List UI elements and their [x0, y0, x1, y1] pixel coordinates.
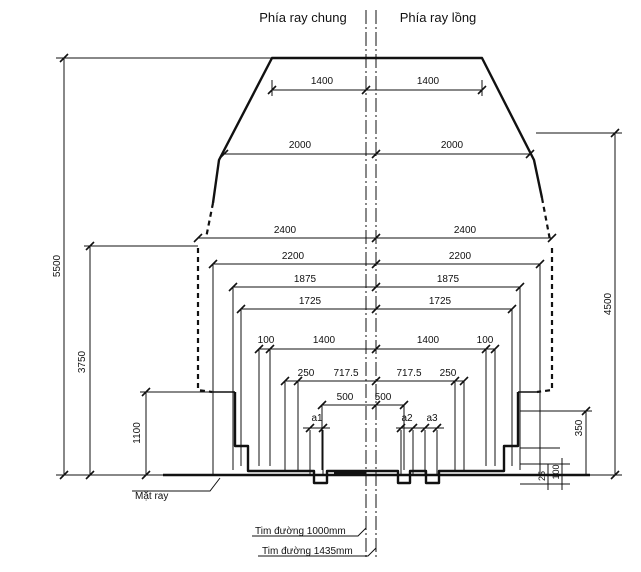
label-350: 350 [574, 419, 585, 436]
label-2000-left: 2000 [289, 140, 312, 151]
label-500-right: 500 [375, 392, 392, 403]
label-250-left: 250 [298, 368, 315, 379]
tick-4500-bottom [610, 470, 620, 480]
label-100-left: 100 [258, 335, 275, 346]
outline-dashed-left-upper [204, 202, 215, 239]
tick-3750-bottom [85, 470, 95, 480]
leader-rail-surface [132, 477, 221, 492]
header-common-rail: Phía ray chung [259, 10, 346, 25]
header-dual-gauge-rail: Phía ray lồng [400, 10, 477, 25]
label-1400-left: 1400 [313, 335, 336, 346]
outline-dashed-right-upper [540, 197, 552, 241]
label-1100: 1100 [132, 422, 143, 444]
bracket-1400-inner [269, 348, 487, 466]
label-1725-left: 1725 [299, 296, 322, 307]
label-100-vertical: 100 [551, 464, 561, 479]
label-100-right: 100 [477, 335, 494, 346]
label-1725-right: 1725 [429, 296, 452, 307]
inner-vehicle-outline [233, 392, 520, 485]
tick-1100-bottom [141, 470, 151, 480]
label-717-left: 717.5 [333, 368, 358, 379]
label-a3: a3 [426, 413, 438, 424]
label-2400-left: 2400 [274, 225, 297, 236]
tick-350-top [581, 406, 591, 416]
tick-1100-top [141, 387, 151, 397]
label-1400-right: 1400 [417, 335, 440, 346]
leader-axis-1000 [252, 527, 367, 537]
bracket-500 [321, 404, 405, 470]
label-5500: 5500 [52, 254, 63, 277]
tick-4500-top [610, 128, 620, 138]
label-top-left: 1400 [311, 76, 334, 87]
label-axis-1435: Tim đường 1435mm [262, 546, 353, 557]
label-1875-left: 1875 [294, 274, 317, 285]
tick-3750-top [85, 241, 95, 251]
label-3750: 3750 [77, 350, 88, 373]
label-top-right: 1400 [417, 76, 440, 87]
label-717-right: 717.5 [396, 368, 421, 379]
tick-5500-top [59, 53, 69, 63]
label-2200-left: 2200 [282, 251, 305, 262]
outline-dashed-right-side [536, 248, 554, 394]
label-250-right: 250 [440, 368, 457, 379]
label-1875-right: 1875 [437, 274, 460, 285]
label-2200-right: 2200 [449, 251, 472, 262]
label-axis-1000: Tim đường 1000mm [255, 526, 346, 537]
label-500-left: 500 [337, 392, 354, 403]
tick-5500-bottom [59, 470, 69, 480]
label-2400-right: 2400 [454, 225, 477, 236]
outline-dashed-left-side [196, 248, 213, 394]
label-2000-right: 2000 [441, 140, 464, 151]
label-25: 25 [537, 471, 547, 481]
dimension-ticks [193, 85, 557, 433]
outer-gauge-outline [211, 56, 544, 204]
label-a2: a2 [401, 413, 413, 424]
label-4500: 4500 [603, 292, 614, 315]
bracket-1400-outer [258, 348, 496, 466]
label-a1: a1 [311, 413, 323, 424]
label-rail-surface: Mặt ray [135, 491, 168, 502]
leader-axis-1435 [258, 547, 377, 557]
